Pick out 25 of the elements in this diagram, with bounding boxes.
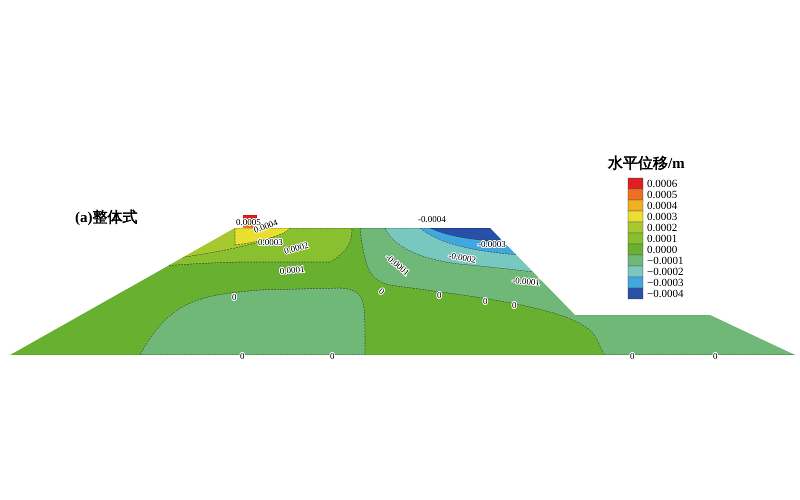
contour-value-label: 0	[437, 290, 442, 300]
panel-title: (a)整体式	[75, 210, 138, 226]
contour-value-label: 0.0003	[258, 237, 283, 247]
legend-label: 0.0005	[647, 189, 678, 201]
legend-title: 水平位移/m	[608, 156, 685, 172]
legend-label: 0.0001	[647, 233, 678, 245]
legend-label: 0.0000	[647, 244, 678, 256]
legend-label: −0.0003	[647, 277, 684, 289]
contour-value-label: -0.0004	[418, 214, 446, 224]
contour-value-label: -0.0003	[478, 239, 506, 249]
contour-value-label: -0.0002	[448, 250, 477, 265]
legend-label: −0.0001	[647, 255, 684, 267]
legend-label: 0.0002	[647, 222, 678, 234]
contour-value-label: 0	[512, 300, 516, 310]
contour-value-label: 0	[232, 292, 236, 302]
contour-value-label: 0.0002	[282, 240, 310, 256]
contour-value-label: 0	[483, 296, 488, 306]
contour-value-label: 0.0001	[279, 264, 305, 276]
legend-label: 0.0004	[647, 200, 678, 212]
contour-value-label: -0.0001	[512, 275, 540, 288]
legend-label: 0.0006	[647, 178, 678, 190]
legend-label: −0.0002	[647, 266, 684, 278]
legend-label: −0.0004	[647, 288, 684, 300]
contour-value-label: 0	[376, 286, 387, 296]
legend-label: 0.0003	[647, 211, 678, 223]
